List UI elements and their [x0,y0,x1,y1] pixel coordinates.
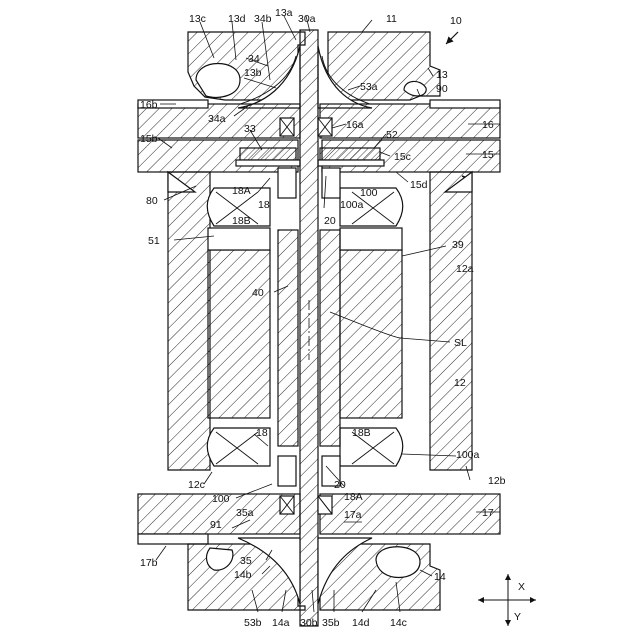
axis-label-x: X [518,581,525,593]
label-40: 40 [252,287,264,299]
label-17b: 17b [140,557,158,569]
label-53b: 53b [244,617,262,629]
label-20-bottom: 20 [334,479,346,491]
label-18B-bottom: 18B [352,427,371,439]
label-SL: SL [454,337,467,349]
label-35b: 35b [322,617,340,629]
label-12b: 12b [488,475,506,487]
label-33: 33 [244,123,256,135]
stator-left [208,250,270,418]
label-15c: 15c [394,151,411,163]
label-15b: 15b [140,133,158,145]
label-30a: 30a [298,13,316,25]
label-20-top: 20 [324,215,336,227]
label-17: 17 [482,507,494,519]
label-13d: 13d [228,13,246,25]
label-16b: 16b [140,99,158,111]
label-14c: 14c [390,617,407,629]
label-14a: 14a [272,617,290,629]
label-10: 10 [450,15,462,27]
label-18-top: 18 [258,199,270,211]
label-11: 11 [386,13,397,25]
label-34a: 34a [208,113,226,125]
label-16a: 16a [346,119,364,131]
axis-indicator [478,574,536,626]
label-17a: 17a [344,509,362,521]
label-18-bottom: 18 [256,427,268,439]
label-14: 14 [434,571,446,583]
label-51: 51 [148,235,160,247]
label-18A-top: 18A [232,185,251,197]
label-13a: 13a [275,7,293,19]
label-16: 16 [482,119,494,131]
label-13c: 13c [189,13,206,25]
label-35: 35 [240,555,252,567]
label-18B-top: 18B [232,215,251,227]
axis-label-y: Y [514,611,521,623]
label-30b: 30b [300,617,318,629]
label-12: 12 [454,377,466,389]
label-100a-bottom: 100a [456,449,480,461]
rotor-core-left [278,230,298,446]
label-15: 15 [482,149,494,161]
label-13b: 13b [244,67,262,79]
label-52: 52 [386,129,398,141]
label-53a: 53a [360,81,378,93]
label-35a: 35a [236,507,254,519]
label-90: 90 [436,83,448,95]
label-13: 13 [436,69,448,81]
label-12a: 12a [456,263,474,275]
label-14d: 14d [352,617,370,629]
label-80: 80 [146,195,158,207]
scroll-chamber-14c [376,547,420,578]
label-39: 39 [452,239,464,251]
rotor-core-right [320,230,340,446]
bearing-plate-17 [138,494,500,544]
label-15d: 15d [410,179,428,191]
label-100-bottom: 100 [212,493,230,505]
reference-arrow-10 [446,32,458,44]
label-100a-top: 100a [340,199,364,211]
label-14b: 14b [234,569,252,581]
label-100-top: 100 [360,187,378,199]
stator-right [340,250,402,418]
label-34b: 34b [254,13,272,25]
label-34: 34 [248,53,260,65]
label-18A-bottom: 18A [344,491,363,503]
label-91: 91 [210,519,222,531]
label-12c: 12c [188,479,205,491]
